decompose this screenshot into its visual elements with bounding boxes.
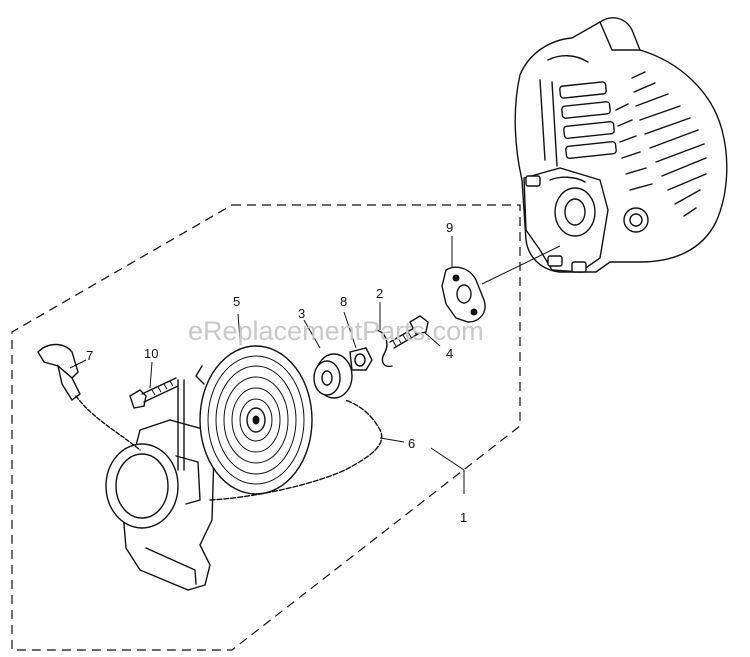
callout-3: 3: [298, 306, 305, 321]
reel-pulley: [313, 353, 353, 399]
pawl: [349, 347, 373, 371]
screw: [389, 315, 429, 349]
engine-housing: [514, 17, 728, 273]
callout-2: 2: [376, 286, 383, 301]
spring-clip: [375, 329, 393, 368]
callouts: 1 2 3 4 5 6 7 8 9 10: [86, 220, 467, 525]
callout-7: 7: [86, 348, 93, 363]
callout-9: 9: [446, 220, 453, 235]
callout-10: 10: [144, 346, 158, 361]
flange-plate: [441, 266, 486, 323]
starter-housing: [105, 379, 215, 591]
bolt: [129, 377, 179, 409]
callout-6: 6: [408, 436, 415, 451]
callout-4: 4: [446, 346, 453, 361]
leader-lines: [69, 236, 561, 494]
callout-5: 5: [233, 294, 240, 309]
starter-grip: [37, 343, 81, 402]
assembly-boundary: [11, 204, 521, 651]
watermark: eReplacementParts.com: [188, 316, 484, 346]
callout-8: 8: [340, 294, 347, 309]
recoil-spring: [195, 345, 313, 495]
callout-1: 1: [460, 510, 467, 525]
